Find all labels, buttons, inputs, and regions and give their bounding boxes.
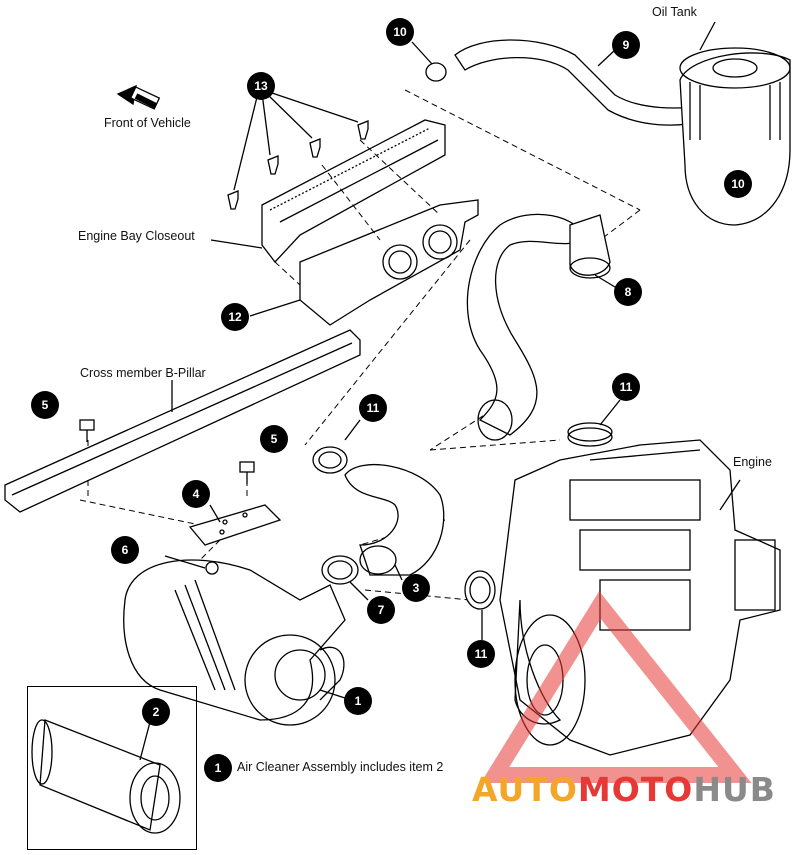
engine-label: Engine — [733, 455, 772, 469]
cross-member-label: Cross member B-Pillar — [80, 366, 206, 380]
mounting-plate-4 — [188, 504, 282, 546]
callout-5-right: 5 — [260, 425, 288, 453]
callout-2: 2 — [142, 698, 170, 726]
oil-tank — [679, 21, 791, 226]
watermark-part-hub: HUB — [693, 770, 776, 809]
legend-callout-1: 1 — [204, 754, 232, 782]
front-of-vehicle-label: Front of Vehicle — [104, 116, 191, 130]
callout-6: 6 — [111, 536, 139, 564]
callout-11-left: 11 — [359, 394, 387, 422]
hose-clamp-11-right — [567, 399, 621, 447]
callout-12: 12 — [221, 303, 249, 331]
bolt-5-right — [239, 461, 255, 484]
callout-1: 1 — [344, 687, 372, 715]
engine-bay-closeout-label: Engine Bay Closeout — [78, 229, 195, 243]
hose-clamp-7 — [321, 555, 369, 601]
callout-3: 3 — [402, 574, 430, 602]
legend-text: Air Cleaner Assembly includes item 2 — [237, 760, 444, 774]
front-of-vehicle-arrow — [116, 84, 161, 110]
watermark-text: AUTOMOTOHUB — [472, 770, 776, 809]
hose-clamp-11-bottom — [464, 570, 496, 640]
callout-10-left: 10 — [386, 18, 414, 46]
callout-9: 9 — [612, 31, 640, 59]
engine — [499, 439, 781, 756]
bracket-12 — [249, 199, 479, 326]
callout-8: 8 — [614, 278, 642, 306]
filter-inset-box — [27, 686, 197, 850]
callout-5-left: 5 — [31, 391, 59, 419]
oil-tank-label: Oil Tank — [652, 5, 697, 19]
clamp-10-left — [411, 41, 447, 82]
callout-13: 13 — [247, 72, 275, 100]
intake-hose — [466, 213, 586, 441]
callout-11-bottom: 11 — [467, 640, 495, 668]
callout-11-right: 11 — [612, 373, 640, 401]
breather-tube-9 — [454, 39, 706, 126]
pushpin-fasteners — [227, 92, 369, 210]
callout-10-right: 10 — [724, 170, 752, 198]
air-cleaner-assembly — [123, 555, 346, 726]
callout-7: 7 — [367, 596, 395, 624]
watermark-triangle — [480, 591, 752, 783]
intake-elbow-hose-3 — [344, 463, 445, 581]
watermark-part-auto: AUTO — [472, 770, 578, 809]
engine-bay-closeout-panel — [210, 119, 446, 264]
watermark-part-moto: MOTO — [577, 770, 694, 809]
callout-4: 4 — [182, 480, 210, 508]
bolt-5-left — [79, 419, 95, 442]
cross-member-b-pillar — [4, 329, 361, 513]
air-filter-element — [31, 719, 181, 834]
hose-fitting-8 — [569, 214, 621, 291]
hose-clamp-11-left — [312, 419, 361, 474]
